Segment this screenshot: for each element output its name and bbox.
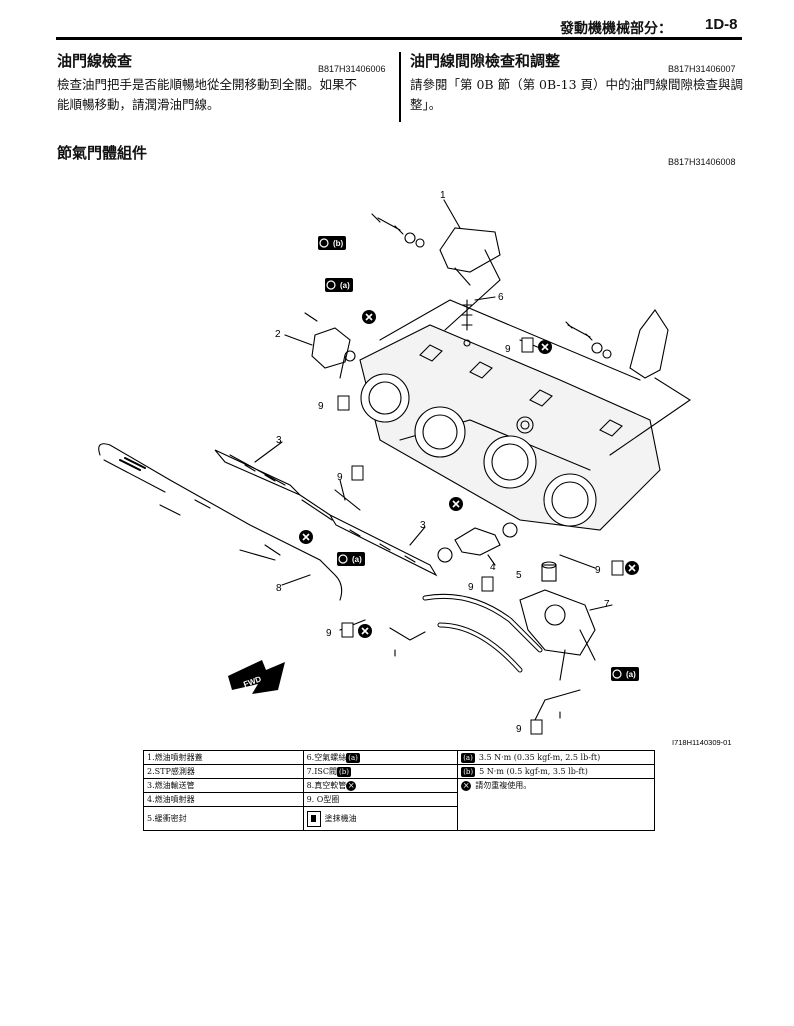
do-not-reuse-icon: ×	[346, 781, 357, 791]
left-text-line: 能順暢移動，請潤滑油門線。	[57, 97, 220, 112]
right-text-line: 整」。	[410, 97, 442, 112]
column-divider	[399, 52, 401, 122]
apply-oil-icon	[337, 337, 624, 735]
table-row: 3.燃油輸送管 8.真空軟管× ×請勿重複使用。	[143, 778, 655, 793]
callout-3: 3	[420, 520, 426, 531]
legend-cell: 2.STP感測器	[143, 764, 304, 779]
header-section-title: 發動機機械部分：	[560, 21, 672, 37]
torque-tag-b-icon: (b)	[337, 767, 351, 777]
legend-cell: 3.燃油輸送管	[143, 778, 304, 793]
callout-6: 6	[498, 292, 504, 303]
torque-tag-a-icon: (a)	[461, 752, 475, 763]
legend-cell: (a)3.5 N·m (0.35 kgf-m, 2.5 lb-ft)	[457, 750, 655, 765]
left-section-title: 油門線檢查	[57, 52, 133, 70]
callout-2: 2	[275, 329, 281, 340]
forward-arrow-icon: FWD	[228, 660, 285, 694]
page-number: 1D-8	[705, 16, 738, 33]
svg-text:(b): (b)	[333, 239, 344, 248]
throttle-section-code: B817H31406008	[668, 157, 736, 167]
legend-cell: ×請勿重複使用。	[457, 778, 655, 793]
callout-9: 9	[516, 724, 522, 735]
legend-cell: 5.緩衝密封	[143, 806, 304, 831]
callout-1: 1	[440, 190, 446, 201]
throttle-section-title: 節氣門體組件	[57, 144, 148, 162]
svg-text:(a): (a)	[626, 670, 636, 679]
table-row: 2.STP感測器 7.ISC閥(b) (b)5 N·m (0.5 kgf-m, …	[143, 764, 655, 779]
callout-9: 9	[595, 565, 601, 576]
svg-text:(a): (a)	[352, 555, 362, 564]
svg-text:(a): (a)	[340, 281, 350, 290]
legend-cell: 1.燃油噴射器蓋	[143, 750, 304, 765]
callout-5: 5	[516, 570, 522, 581]
table-row: 4.燃油噴射器 9. O型圈	[143, 792, 655, 807]
legend-cell: 6.空氣螺絲(a)	[302, 750, 459, 765]
left-section-text: 檢查油門把手是否能順暢地從全開移動到全關。如果不 能順暢移動，請潤滑油門線。	[57, 75, 357, 115]
figure-code: I718H1140309-01	[672, 738, 732, 747]
callout-9: 9	[337, 472, 343, 483]
header-rule	[56, 37, 742, 40]
torque-tag-a-icon: (a)	[611, 667, 639, 681]
torque-tag-a-icon: (a)	[337, 552, 365, 566]
legend-cell	[457, 792, 655, 807]
legend-cell	[457, 806, 655, 831]
do-not-reuse-icon: ×	[461, 781, 472, 792]
legend-cell: 7.ISC閥(b)	[302, 764, 459, 779]
legend-cell: 4.燃油噴射器	[143, 792, 304, 807]
left-section-code: B817H31406006	[318, 64, 386, 74]
right-section-title: 油門線間隙檢查和調整	[410, 52, 561, 70]
torque-tag-a-icon: (a)	[346, 753, 360, 763]
callout-9: 9	[505, 344, 511, 355]
legend-cell: 9. O型圈	[302, 792, 459, 807]
table-row: 5.緩衝密封 塗抹機油	[143, 806, 655, 831]
torque-tag-b-icon: (b)	[461, 766, 476, 777]
callout-3: 3	[276, 435, 282, 446]
apply-oil-icon	[306, 810, 321, 827]
left-text-line: 檢查油門把手是否能順暢地從全開移動到全關。如果不	[57, 77, 358, 92]
torque-tag-a-icon: (a)	[325, 278, 353, 292]
throttle-body-exploded-diagram: 1 2 3 3 4 5 6 7 8 9 9 9 9 9 9 9 (b) (a) …	[98, 190, 732, 747]
legend-cell: (b)5 N·m (0.5 kgf-m, 3.5 lb-ft)	[457, 764, 655, 779]
legend-cell: 8.真空軟管×	[302, 778, 459, 793]
table-row: 1.燃油噴射器蓋 6.空氣螺絲(a) (a)3.5 N·m (0.35 kgf-…	[143, 750, 655, 765]
torque-tag-b-icon: (b)	[318, 236, 346, 250]
callout-9: 9	[468, 582, 474, 593]
legend-cell: 塗抹機油	[302, 806, 459, 831]
legend-table: 1.燃油噴射器蓋 6.空氣螺絲(a) (a)3.5 N·m (0.35 kgf-…	[143, 750, 655, 831]
callout-4: 4	[490, 562, 496, 573]
callout-9: 9	[318, 401, 324, 412]
right-section-text: 請參閱「第 0B 節（第 0B-13 頁）中的油門線間隙檢查與調 整」。	[410, 75, 743, 115]
right-section-code: B817H31406007	[668, 64, 736, 74]
callout-7: 7	[604, 599, 610, 610]
callout-8: 8	[276, 583, 282, 594]
callout-9: 9	[326, 628, 332, 639]
right-text-line: 請參閱「第 0B 節（第 0B-13 頁）中的油門線間隙檢查與調	[410, 77, 744, 92]
